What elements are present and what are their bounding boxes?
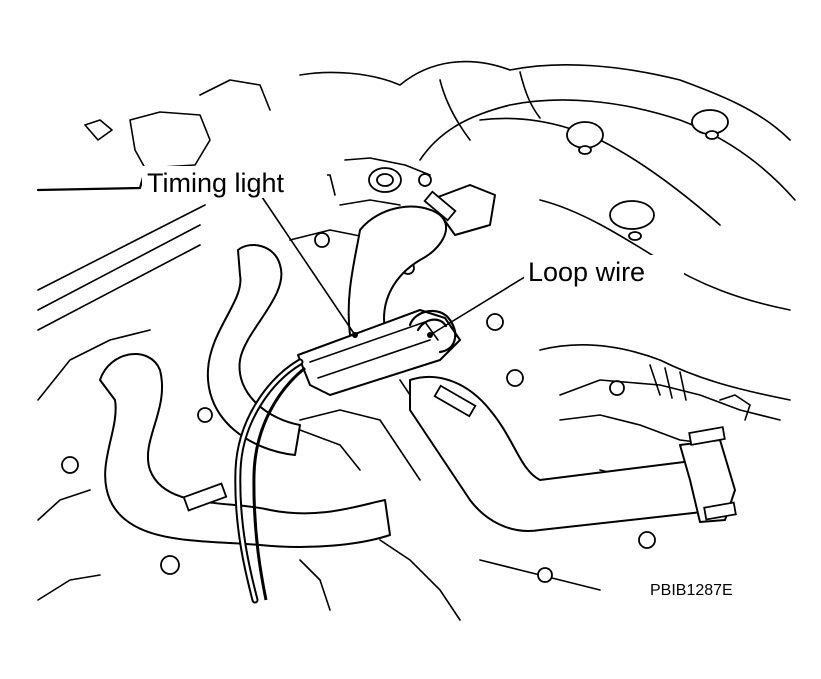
loop-wire-leader-dot: [427, 332, 433, 338]
figure-code: PBIB1287E: [650, 582, 733, 599]
loop-wire-leader: [429, 274, 529, 336]
leader-lines: [261, 196, 529, 338]
hose-clamps: [182, 190, 737, 521]
hoses: [99, 184, 736, 548]
loop-wire-label: Loop wire: [528, 257, 645, 287]
timing-light-leader-dot: [352, 332, 358, 338]
timing-light-label: Timing light: [147, 168, 285, 198]
timing-light-leader: [261, 196, 356, 336]
timing-light-cable: [234, 358, 306, 604]
timing-light-clamp: [297, 309, 461, 396]
